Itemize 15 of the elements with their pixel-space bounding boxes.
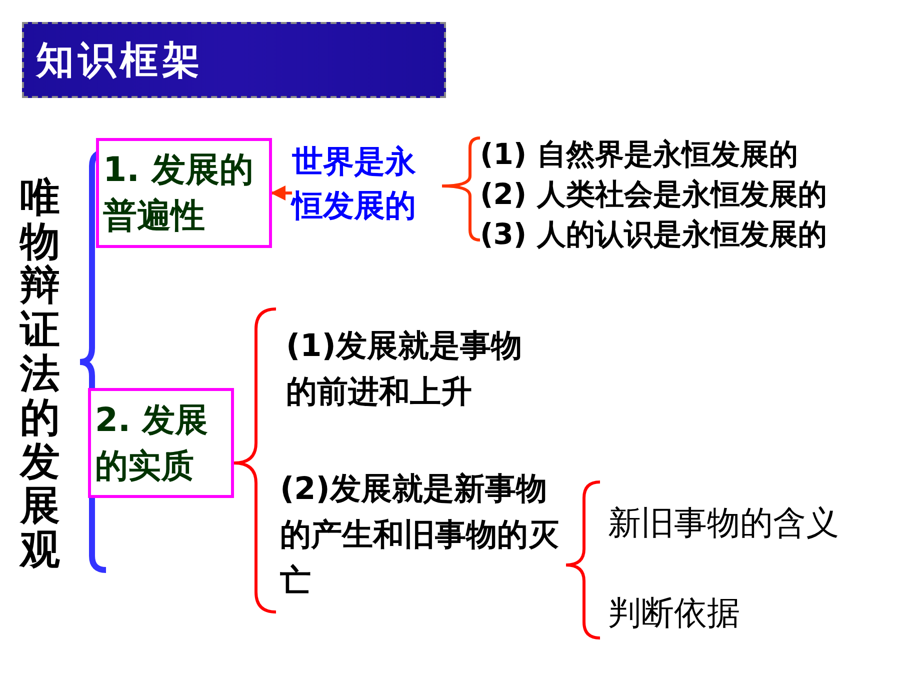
text-label: 判断依据 [608, 593, 740, 632]
topic-text: 2. 发展的实质 [95, 400, 208, 485]
topic-text: 1. 发展的普遍性 [103, 150, 254, 236]
text-label: (2) 人类社会是永恒发展的 [480, 177, 827, 211]
text-label: (1)发展就是事物的前进和上升 [286, 328, 522, 410]
text-label: 新旧事物的含义 [608, 503, 839, 542]
topic-box [88, 388, 234, 498]
text-label: (1) 自然界是永恒发展的 [480, 137, 798, 171]
text-label: 唯物辩证法的发展观 [20, 175, 60, 573]
title: 知识框架 [36, 36, 204, 84]
text-label: (2)发展就是新事物的产生和旧事物的灭亡 [280, 471, 559, 599]
text-label: (3) 人的认识是永恒发展的 [480, 217, 827, 251]
topic-box [96, 138, 272, 248]
arrow [270, 186, 292, 200]
text-label: 世界是永恒发展的 [292, 144, 416, 224]
